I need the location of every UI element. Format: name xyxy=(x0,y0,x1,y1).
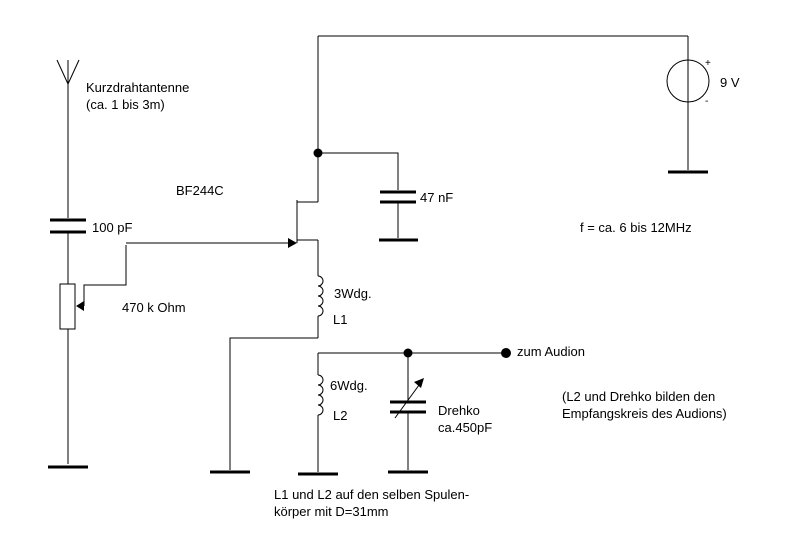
l2-coil-symbol xyxy=(317,374,324,416)
bypass-capacitor-symbol xyxy=(379,190,418,242)
l1-ground-wire xyxy=(229,337,318,470)
bypass-wire xyxy=(318,152,399,190)
l2-name-label: L2 xyxy=(333,408,347,423)
antenna-length-label: (ca. 1 bis 3m) xyxy=(86,97,165,112)
potentiometer-label: 470 k Ohm xyxy=(122,300,186,315)
note-line-2: Empfangskreis des Audions) xyxy=(562,406,727,421)
antenna-symbol xyxy=(56,59,80,218)
battery-voltage-label: 9 V xyxy=(720,75,740,90)
battery-plus-label: + xyxy=(705,58,711,69)
l2-turns-label: 6Wdg. xyxy=(330,378,368,393)
frequency-label: f = ca. 6 bis 12MHz xyxy=(580,220,692,235)
l1-name-label: L1 xyxy=(333,312,347,327)
potentiometer-symbol xyxy=(59,245,127,464)
antenna-name-label: Kurzdrahtantenne xyxy=(86,80,189,95)
output-terminal-dot xyxy=(501,348,511,358)
transistor-label: BF244C xyxy=(176,183,224,198)
variable-capacitor-name-label: Drehko xyxy=(438,403,480,418)
bypass-capacitor-label: 47 nF xyxy=(420,190,453,205)
l1-turns-label: 3Wdg. xyxy=(334,286,372,301)
input-capacitor-label: 100 pF xyxy=(92,220,133,235)
coil-note-line-1: L1 und L2 auf den selben Spulen- xyxy=(274,487,469,502)
battery-minus-label: - xyxy=(705,96,708,107)
battery-source-symbol xyxy=(666,59,710,174)
note-line-1: (L2 und Drehko bilden den xyxy=(562,389,715,404)
input-capacitor-symbol xyxy=(50,218,86,284)
output-label: zum Audion xyxy=(517,344,585,359)
jfet-transistor-symbol xyxy=(288,200,318,248)
coil-note-line-2: körper mit D=31mm xyxy=(274,504,389,519)
l1-coil-symbol xyxy=(317,275,324,317)
variable-capacitor-value-label: ca.450pF xyxy=(438,420,492,435)
variable-capacitor-symbol xyxy=(388,353,428,474)
